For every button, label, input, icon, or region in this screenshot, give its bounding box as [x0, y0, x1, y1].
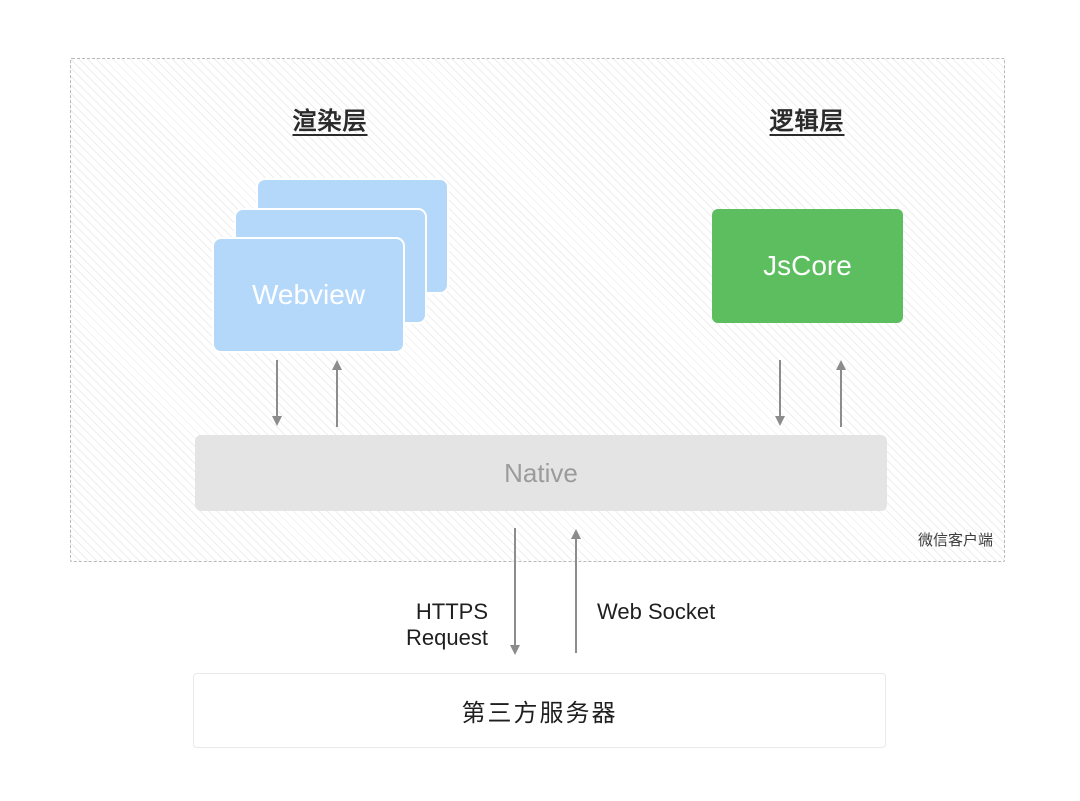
third-party-server-label: 第三方服务器 [461, 700, 618, 727]
arrow-up-web-socket-icon [571, 529, 581, 653]
https-request-label: HTTPS Request [406, 599, 488, 650]
arrow-down-jscore-to-native-icon [775, 360, 785, 426]
third-party-server-node: 第三方服务器 [193, 673, 886, 748]
arrow-up-native-to-jscore-icon [836, 360, 846, 427]
arrow-up-native-to-webview-icon [332, 360, 342, 427]
wechat-client-label: 微信客户端 [917, 532, 993, 549]
arrow-down-https-request-icon [510, 528, 520, 655]
jscore-node: JsCore [712, 209, 903, 323]
webview-node-label: Webview [251, 279, 366, 310]
logic-layer-title: 逻辑层 [769, 108, 845, 135]
arrow-down-webview-to-native-icon [272, 360, 282, 426]
web-socket-label: Web Socket [597, 599, 716, 624]
webview-node: Webview [212, 237, 405, 353]
native-node-label: Native [504, 457, 578, 488]
native-node: Native [195, 435, 887, 511]
render-layer-title: 渲染层 [292, 108, 368, 135]
jscore-node-label: JsCore [763, 250, 852, 281]
